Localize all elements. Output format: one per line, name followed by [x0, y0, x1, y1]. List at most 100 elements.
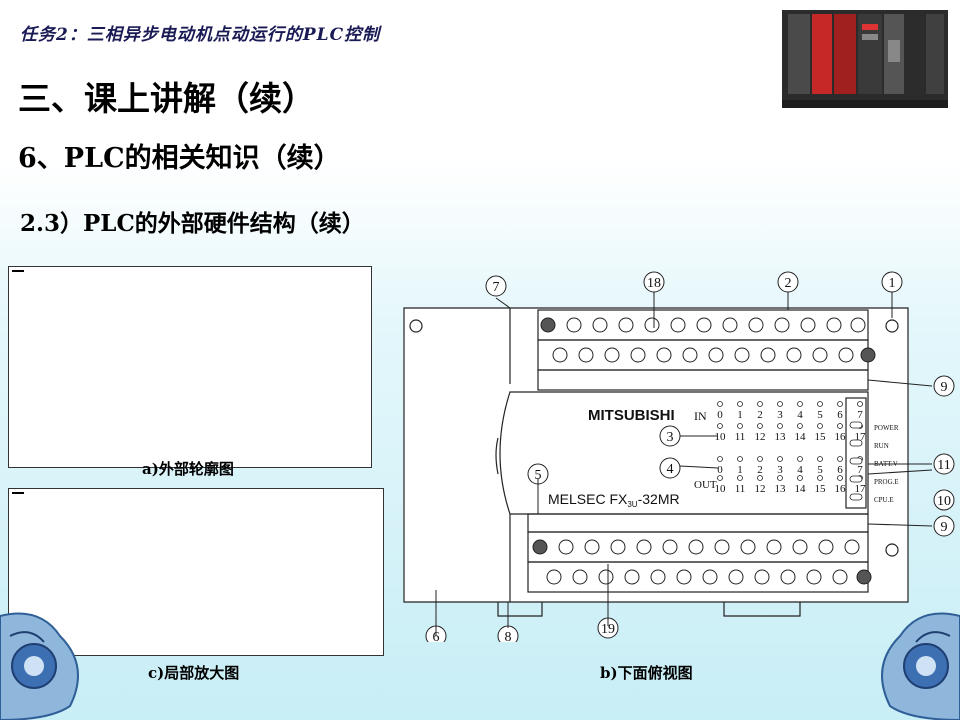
status-led: [849, 421, 863, 429]
callout-circle: [933, 453, 955, 475]
callout-circle: [485, 275, 507, 297]
led-indicator: [817, 401, 823, 407]
callout-number: 19: [601, 622, 615, 637]
header-title: 任务2：三相异步电动机点动运行的PLC控制: [20, 25, 381, 45]
led-number: 11: [735, 431, 746, 443]
callout-number: 9: [941, 380, 948, 395]
led-number: 3: [777, 464, 783, 476]
led-indicator: [777, 475, 783, 481]
ornament-corner-right: [881, 612, 960, 720]
topic-heading: 2.3）PLC的外部硬件结构（续）: [20, 210, 365, 237]
plc-hardware-photo: [776, 0, 960, 124]
led-indicator: [857, 401, 863, 407]
led-indicator: [837, 456, 843, 462]
led-number: 0: [717, 409, 723, 421]
led-indicator: [817, 456, 823, 462]
led-indicator: [757, 423, 763, 429]
led-indicator: [737, 475, 743, 481]
callout-number: 2: [785, 276, 792, 291]
led-indicator: [757, 456, 763, 462]
led-number: 17: [855, 483, 867, 495]
led-number: 3: [777, 409, 783, 421]
callout-number: 11: [937, 458, 950, 473]
figure-a-panel: [8, 266, 372, 468]
led-indicator: [717, 401, 723, 407]
led-number: 12: [755, 431, 766, 443]
status-led-label: RUN: [874, 442, 889, 450]
in-label: IN: [694, 409, 707, 423]
led-number: 5: [817, 464, 823, 476]
callout-number: 4: [667, 462, 674, 477]
led-number: 6: [837, 464, 843, 476]
model-prefix: MELSEC FX: [548, 491, 628, 507]
led-number: 14: [795, 431, 807, 443]
callout-number: 10: [937, 494, 951, 509]
led-indicator: [777, 423, 783, 429]
callout-circle: [933, 375, 955, 397]
callout-number: 3: [667, 430, 674, 445]
led-indicator: [757, 475, 763, 481]
led-number: 2: [757, 464, 763, 476]
caption-a: a)外部轮廓图: [142, 460, 234, 478]
led-number: 1: [737, 409, 743, 421]
out-label: OUT: [694, 479, 717, 491]
status-led: [849, 457, 863, 465]
led-number: 16: [835, 431, 847, 443]
led-indicator: [757, 401, 763, 407]
callout-number: 1: [889, 276, 896, 291]
led-number: 0: [717, 464, 723, 476]
led-indicator: [797, 475, 803, 481]
led-indicator: [837, 423, 843, 429]
status-led-label: PROG.E: [874, 478, 899, 486]
status-led: [849, 493, 863, 501]
led-number: 6: [837, 409, 843, 421]
led-indicator: [737, 423, 743, 429]
ornament-corner-left: [0, 612, 79, 720]
led-number: 5: [817, 409, 823, 421]
model-sub: 3U: [627, 500, 637, 509]
led-indicator: [837, 401, 843, 407]
led-number: 11: [735, 483, 746, 495]
led-indicator: [737, 401, 743, 407]
led-indicator: [737, 456, 743, 462]
led-number: 4: [797, 409, 803, 421]
led-indicator: [717, 423, 723, 429]
callout-number: 7: [493, 280, 500, 295]
led-indicator: [717, 456, 723, 462]
led-number: 13: [775, 431, 787, 443]
subsection-heading: 6、PLC的相关知识（续）: [18, 143, 341, 174]
led-indicator: [797, 456, 803, 462]
section-heading: 三、课上讲解（续）: [18, 79, 315, 118]
panel-marker: [12, 270, 24, 272]
svg-text:MELSEC FX3U-32MR: MELSEC FX3U-32MR: [548, 491, 680, 509]
led-number: 10: [715, 431, 727, 443]
led-number: 13: [775, 483, 787, 495]
led-number: 2: [757, 409, 763, 421]
model-suffix: -32MR: [638, 491, 680, 507]
brand-label: MITSUBISHI: [588, 407, 675, 424]
led-indicator: [797, 423, 803, 429]
led-number: 14: [795, 483, 807, 495]
led-indicator: [777, 456, 783, 462]
led-indicator: [817, 423, 823, 429]
callout-circle: [933, 489, 955, 511]
callout-circle: [933, 515, 955, 537]
status-led-label: POWER: [874, 424, 899, 432]
panel-marker: [12, 492, 24, 494]
led-number: 12: [755, 483, 766, 495]
led-number: 15: [815, 483, 827, 495]
caption-c: c)局部放大图: [148, 664, 240, 682]
led-indicator: [717, 475, 723, 481]
led-number: 10: [715, 483, 727, 495]
led-indicator: [777, 401, 783, 407]
led-number: 4: [797, 464, 803, 476]
callout-circle: [659, 457, 681, 479]
callout-number: 9: [941, 520, 948, 535]
callout-number: 5: [535, 468, 542, 483]
led-indicator: [797, 401, 803, 407]
led-number: 7: [857, 464, 863, 476]
led-number: 7: [857, 409, 863, 421]
status-led-label: CPU.E: [874, 496, 894, 504]
led-number: 1: [737, 464, 743, 476]
